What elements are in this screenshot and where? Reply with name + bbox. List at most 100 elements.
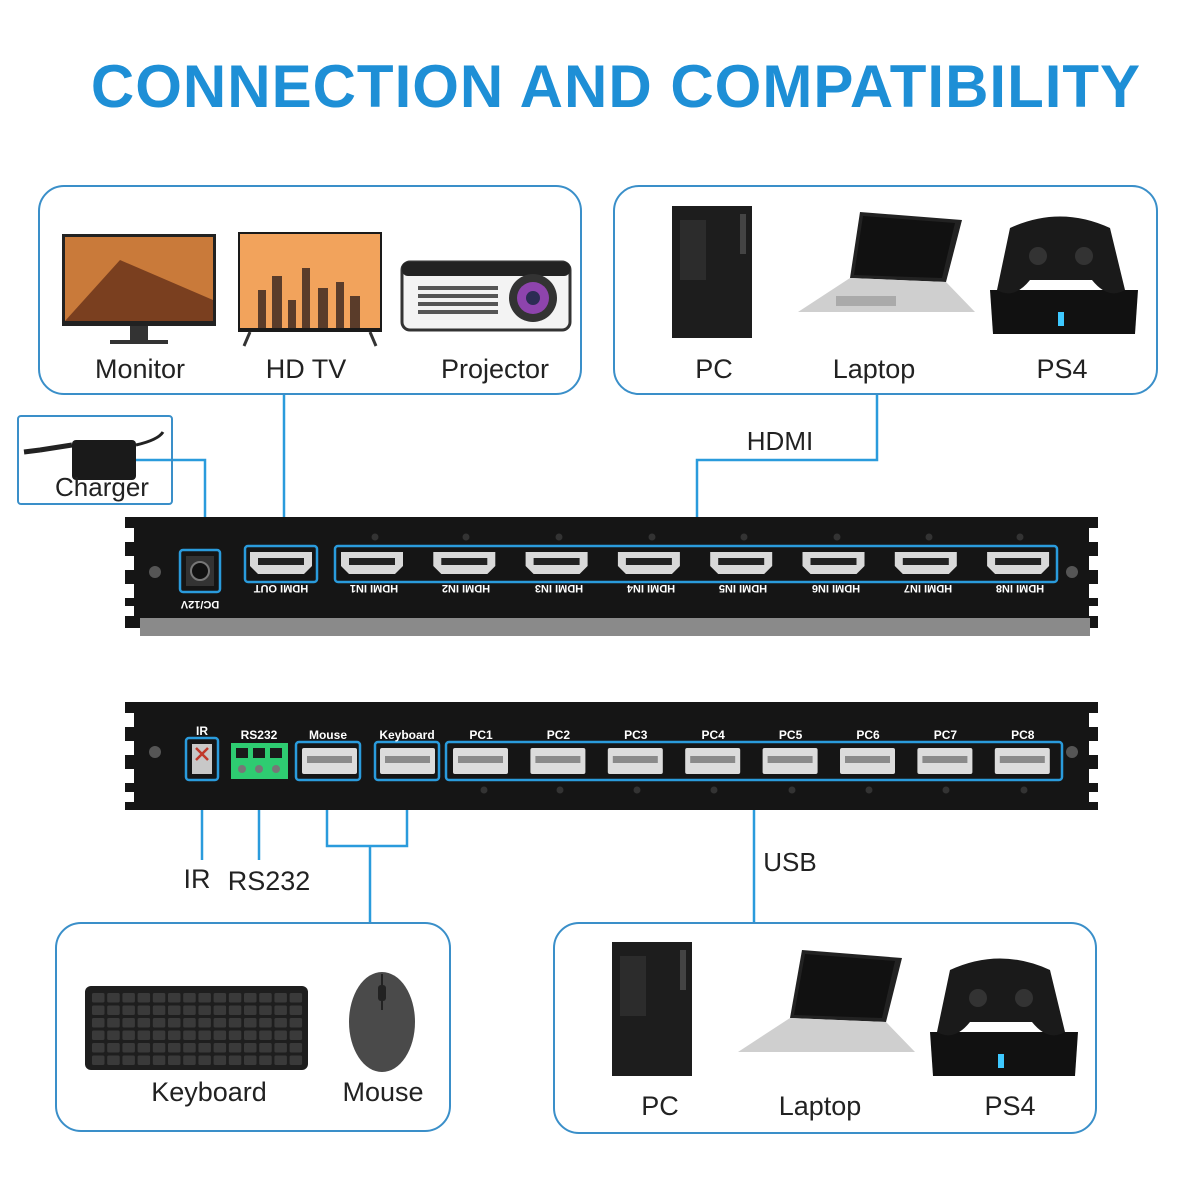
hdmi-in-port-label: HDMI IN1 — [349, 582, 399, 594]
keyboard-key — [244, 993, 257, 1003]
keyboard-key — [137, 993, 151, 1003]
panel-dot — [833, 533, 841, 541]
keyboard-key — [183, 993, 196, 1003]
keyboard-key — [228, 1055, 242, 1065]
keyboard-key — [213, 1018, 227, 1028]
keyboard-key — [259, 993, 272, 1003]
keyboard-key — [198, 1055, 211, 1065]
panel-dot — [371, 533, 379, 541]
ps4-console-icon — [990, 216, 1138, 334]
mouse-icon — [349, 972, 415, 1072]
usb-port-tongue — [845, 756, 890, 763]
keyboard-key — [198, 993, 211, 1003]
pc-port-label: PC5 — [778, 728, 803, 742]
pc-tower-icon — [672, 206, 752, 338]
keyboard-key — [107, 993, 120, 1003]
keyboard-key — [137, 1018, 151, 1028]
keyboard-key — [122, 993, 135, 1003]
keyboard-key — [289, 993, 303, 1003]
hdmi-in-port-label: HDMI IN2 — [442, 582, 491, 594]
hdmi-port-slot — [625, 558, 672, 565]
usb-port-tongue — [458, 756, 503, 763]
panel-dot — [710, 786, 718, 794]
hdmi-in-port-label: HDMI IN4 — [626, 582, 676, 594]
keyboard-key — [259, 1018, 272, 1028]
panel-dot — [925, 533, 933, 541]
keyboard-key — [137, 1055, 151, 1065]
keyboard-key — [244, 1005, 257, 1015]
source-devices-top-box — [613, 185, 1158, 395]
hdmi-in-port-label: HDMI IN5 — [719, 582, 768, 594]
usb-port-tongue — [999, 756, 1045, 763]
keyboard-key — [274, 993, 287, 1003]
keyboard-key — [244, 1030, 257, 1040]
keyboard-key — [168, 1043, 181, 1053]
screw-icon — [1066, 566, 1078, 578]
keyboard-key — [183, 1018, 196, 1028]
hdmi-in-port-label: HDMI IN3 — [534, 582, 583, 594]
front-fins — [124, 528, 1099, 616]
hdmi-in-line — [695, 395, 879, 545]
keyboard-key — [213, 993, 227, 1003]
keyboard-key — [213, 1030, 227, 1040]
ps4-label-top: PS4 — [1036, 354, 1088, 384]
keyboard-key — [137, 1005, 151, 1015]
keyboard-key — [168, 1018, 181, 1028]
keyboard-key — [228, 1018, 242, 1028]
keyboard-key — [198, 1005, 211, 1015]
hdmi-port-slot — [533, 558, 580, 565]
charger-box — [17, 415, 173, 505]
pc-port-label: PC1 — [469, 728, 493, 742]
keyboard-key — [92, 1018, 105, 1028]
keyboard-key — [107, 1018, 120, 1028]
pc-port-label: PC7 — [933, 728, 958, 742]
hdmi-port-slot — [349, 558, 395, 565]
keyboard-key — [259, 1043, 272, 1053]
usb-port-tongue — [307, 756, 352, 763]
keyboard-key — [183, 1030, 196, 1040]
pc-tower-icon-bottom — [612, 942, 692, 1076]
keyboard-key — [259, 1030, 272, 1040]
hd-tv-icon — [238, 232, 382, 347]
dc-jack-icon — [190, 561, 210, 581]
keyboard-key — [274, 1055, 287, 1065]
panel-dot — [648, 533, 656, 541]
charger-label: Charger — [55, 472, 149, 502]
keyboard-key — [198, 1018, 211, 1028]
dc12v-port-label: DC/12V — [180, 598, 220, 610]
hdmi-port-slot — [441, 558, 488, 565]
front-panel — [124, 517, 1099, 636]
usb-port-tongue — [767, 756, 813, 763]
power-port-frame — [178, 548, 222, 594]
keyboard-key — [289, 1018, 303, 1028]
keyboard-key — [92, 1030, 105, 1040]
monitor-label: Monitor — [94, 354, 186, 384]
hdmi-link-label: HDMI — [746, 426, 814, 456]
pc-port-label: PC6 — [856, 728, 880, 742]
keyboard-key — [274, 1018, 287, 1028]
keyboard-key — [92, 1043, 105, 1053]
keyboard-key — [289, 1030, 303, 1040]
hdmi-port-slot — [810, 558, 857, 565]
hdmi-in-port-label: HDMI IN6 — [811, 582, 860, 594]
keyboard-key — [289, 1005, 303, 1015]
keyboard-key — [107, 1043, 120, 1053]
display-devices-box — [38, 185, 582, 395]
keyboard-key — [107, 1005, 120, 1015]
keyboard-port-label: Keyboard — [379, 728, 435, 742]
keyboard-key — [228, 1005, 242, 1015]
pc-label-bottom: PC — [641, 1091, 679, 1121]
pc-port-label: PC8 — [1011, 728, 1035, 742]
keyboard-key — [244, 1043, 257, 1053]
keyboard-key — [122, 1030, 135, 1040]
connector-lines — [105, 395, 879, 922]
keyboard-key — [152, 1005, 166, 1015]
source-devices-bottom-box — [553, 922, 1097, 1134]
panel-dot — [633, 786, 641, 794]
mouse-port-label: Mouse — [308, 728, 347, 742]
power-adapter-icon — [23, 431, 165, 480]
keyboard-key — [244, 1055, 257, 1065]
pc-port-label: PC4 — [701, 728, 725, 742]
ir-label: IR — [183, 864, 211, 894]
keyboard-key — [107, 1030, 120, 1040]
